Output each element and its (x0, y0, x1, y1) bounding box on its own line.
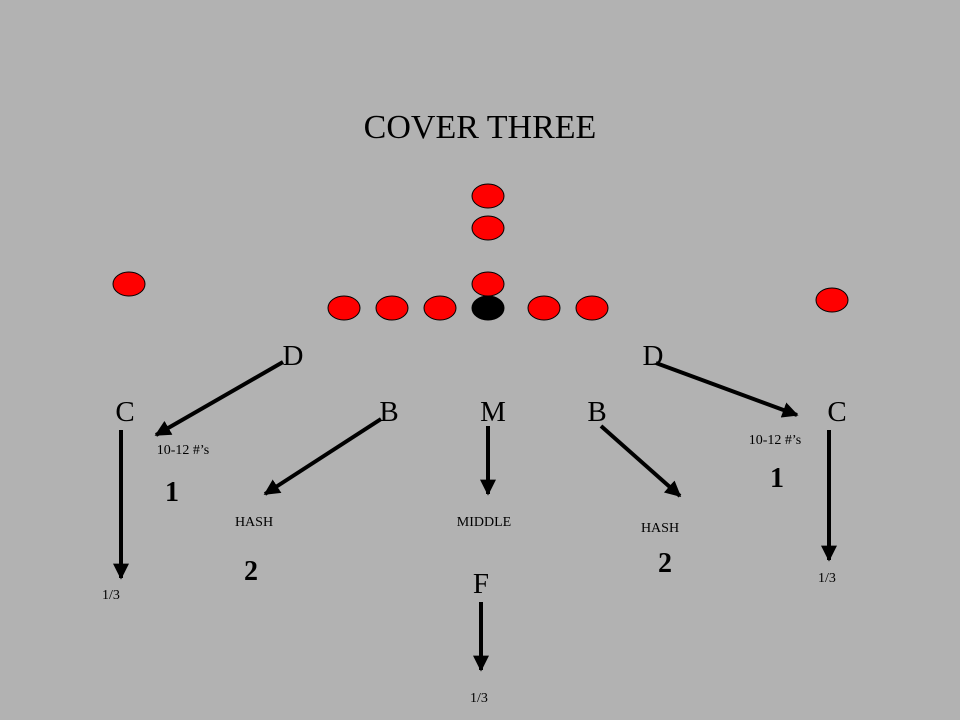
curl-zone-number-right: 1 (770, 463, 784, 494)
depth-label-right: 10-12 #’s (749, 433, 802, 448)
offense-formation (112, 183, 849, 321)
diagram-title: COVER THREE (364, 109, 597, 146)
arrow-backer-right-hash (599, 424, 682, 498)
deep-third-label-right: 1/3 (818, 571, 836, 586)
ball-center (471, 295, 505, 321)
defender-free-safety: F (473, 568, 489, 600)
offense-player-wideout-right (815, 287, 849, 313)
middle-label: MIDDLE (457, 515, 511, 530)
coverage-arrows (113, 360, 837, 672)
arrow-end-right-to-curl (655, 361, 799, 418)
offense-player-back-mid (471, 215, 505, 241)
arrow-end-left-to-curl (154, 360, 284, 437)
hook-zone-number-left: 2 (244, 556, 258, 587)
defender-end-left: D (283, 340, 304, 372)
deep-third-label-left: 1/3 (102, 588, 120, 603)
hash-label-right: HASH (641, 521, 679, 536)
defender-corner-left: C (115, 396, 134, 428)
defender-corner-right: C (827, 396, 846, 428)
defender-mike: M (480, 396, 506, 428)
defender-end-right: D (643, 340, 664, 372)
defender-backer-left: B (379, 396, 398, 428)
defender-backer-right: B (587, 396, 606, 428)
arrow-backer-left-hash (263, 417, 383, 496)
offense-player-back-deep (471, 183, 505, 209)
hash-label-left: HASH (235, 515, 273, 530)
offense-player-line-5 (527, 295, 561, 321)
deep-third-label-middle: 1/3 (470, 691, 488, 706)
offense-player-wideout-left (112, 271, 146, 297)
offense-player-line-1 (327, 295, 361, 321)
hook-zone-number-right: 2 (658, 548, 672, 579)
defense-labels: D D C B M B C F (115, 340, 846, 600)
offense-player-line-2 (375, 295, 409, 321)
offense-player-line-3 (423, 295, 457, 321)
offense-player-line-6 (575, 295, 609, 321)
offense-player-quarterback (471, 271, 505, 297)
depth-label-left: 10-12 #’s (157, 443, 210, 458)
zone-annotations: 10-12 #’s 10-12 #’s 1 1 HASH MIDDLE HASH… (102, 433, 836, 706)
curl-zone-number-left: 1 (165, 477, 179, 508)
